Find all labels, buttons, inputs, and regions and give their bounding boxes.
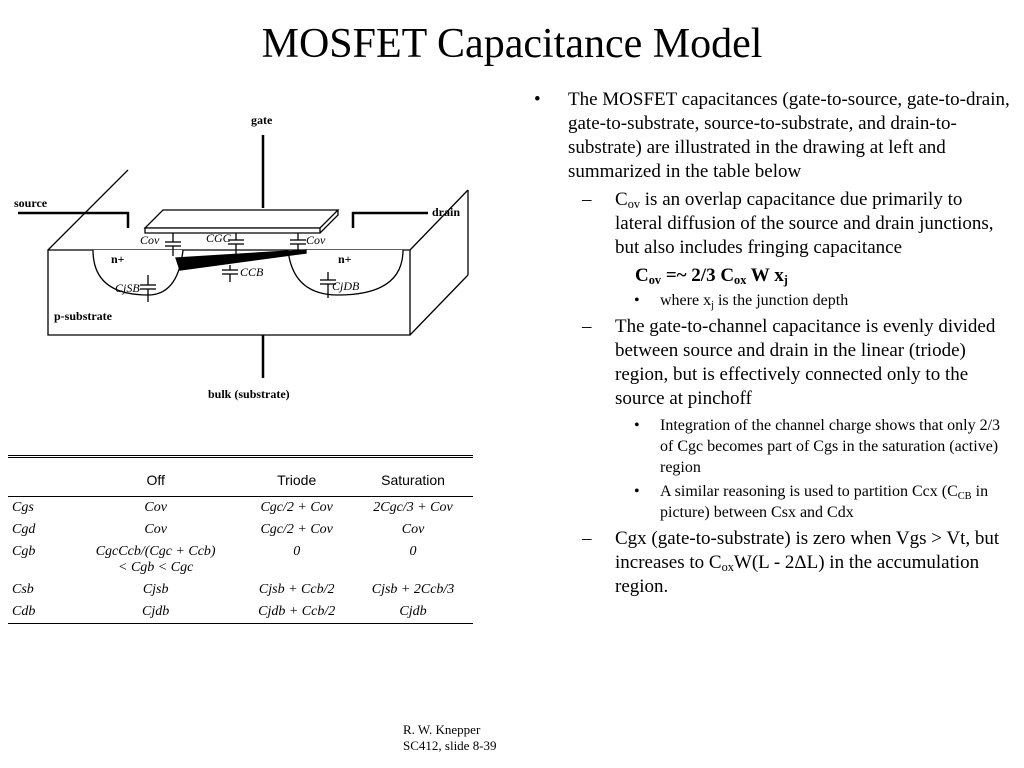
table-header-row: Off Triode Saturation <box>8 456 473 497</box>
cov-formula: Cov =~ 2/3 Cox W xj <box>635 265 788 287</box>
table-cell-symbol: Cgs <box>12 500 34 515</box>
small-bullet-marker: • <box>634 292 640 309</box>
capacitance-table-wrapper: Off Triode Saturation Cgs Cov Cgc/2 + Co… <box>8 455 473 665</box>
dash-marker: – <box>582 189 592 210</box>
table-cell-saturation: Cov <box>401 522 425 537</box>
table-cell-off: Cov <box>144 500 167 515</box>
gate-plate <box>143 209 340 229</box>
table-cell-saturation: 0 <box>409 544 417 559</box>
ccb-label: CCB <box>240 265 264 279</box>
cov-right-label: Cov <box>306 233 326 247</box>
table-cell-off: Cjdb <box>142 604 170 619</box>
bullet-text: The MOSFET capacitances (gate-to-source,… <box>568 89 1010 182</box>
sub-bullet-item: – Cgx (gate-to-substrate) is zero when V… <box>582 528 1000 597</box>
table-cell-triode: Cjsb + Ccb/2 <box>258 582 335 597</box>
capacitor-cgc <box>228 233 244 258</box>
table-cell-triode: 0 <box>293 544 301 559</box>
cjdb-label: CjDB <box>332 279 360 293</box>
source-wire <box>18 211 130 228</box>
table-cell-symbol: Cdb <box>12 604 36 619</box>
capacitor-cov-right <box>290 233 306 254</box>
channel-wedge <box>175 249 307 271</box>
table-cell-off-line2: < Cgb < Cgc <box>118 560 194 575</box>
table-cell-saturation: Cjdb <box>399 604 427 619</box>
table-cell-triode: Cgc/2 + Cov <box>260 522 333 537</box>
bullet-item: • The MOSFET capacitances (gate-to-sourc… <box>520 88 1010 184</box>
integration-text: Integration of the channel charge shows … <box>660 417 1001 476</box>
table-cell-triode: Cjdb + Ccb/2 <box>258 604 336 619</box>
capacitor-ccb <box>222 265 238 282</box>
table-header-blank <box>8 457 71 497</box>
cov-subscript: ov <box>627 197 641 211</box>
small-bullet-marker: • <box>634 417 640 434</box>
sub-sub-bullet-item: • Integration of the channel charge show… <box>520 415 1010 478</box>
table-row: Csb Cjsb Cjsb + Ccb/2 Cjsb + 2Ccb/3 <box>8 579 473 601</box>
table-cell-symbol: Cgb <box>12 544 36 559</box>
table-header-triode: Triode <box>277 472 317 488</box>
table-cell-saturation: Cjsb + 2Ccb/3 <box>371 582 455 597</box>
table-cell-off: Cov <box>144 522 167 537</box>
bulk-label: bulk (substrate) <box>208 387 290 401</box>
table-row: Cgd Cov Cgc/2 + Cov Cov <box>8 519 473 541</box>
bullet-text-block: • The MOSFET capacitances (gate-to-sourc… <box>520 88 1010 603</box>
drain-label: drain <box>432 205 460 219</box>
n-plus-right-well <box>287 249 404 296</box>
substrate-top-left-edge <box>47 169 129 251</box>
cov-symbol: C <box>615 189 628 210</box>
sub-sub-bullet-item: • where xj is the junction depth <box>634 292 849 311</box>
table-cell-off: CgcCcb/(Cgc + Ccb) < Cgb < Cgc <box>71 541 240 579</box>
substrate-top-right-edge <box>409 189 469 251</box>
table-cell-off: Cjsb <box>142 582 169 597</box>
table-header-off: Off <box>146 472 165 488</box>
footer-author: R. W. Knepper <box>403 722 481 737</box>
mosfet-cross-section-diagram: gate source drain n+ n+ p-substrate bulk… <box>14 113 469 401</box>
gate-to-channel-text: The gate-to-channel capacitance is evenl… <box>615 316 996 409</box>
sub-sub-bullet-item: • A similar reasoning is used to partiti… <box>634 483 989 521</box>
table-cell-saturation: 2Cgc/3 + Cov <box>373 500 453 515</box>
cjsb-label: CjSB <box>115 281 140 295</box>
slide-footer: R. W. Knepper SC412, slide 8-39 <box>403 722 497 754</box>
source-label: source <box>14 196 48 210</box>
bullet-marker: • <box>534 89 541 110</box>
table-cell-symbol: Csb <box>12 582 34 597</box>
dash-marker: – <box>582 528 592 549</box>
cgc-label: CGC <box>206 231 232 245</box>
capacitance-table: Off Triode Saturation Cgs Cov Cgc/2 + Co… <box>8 455 473 624</box>
substrate-label: p-substrate <box>54 309 113 323</box>
table-cell-triode: Cgc/2 + Cov <box>260 500 333 515</box>
capacitor-cjsb <box>140 275 156 302</box>
table-row: Cgb CgcCcb/(Cgc + Ccb) < Cgb < Cgc 0 0 <box>8 541 473 579</box>
n-plus-right-label: n+ <box>338 252 352 266</box>
cov-left-label: Cov <box>140 233 160 247</box>
capacitor-cov-left <box>165 233 181 256</box>
cov-description: is an overlap capacitance due primarily … <box>615 189 994 258</box>
table-row: Cdb Cjdb Cjdb + Ccb/2 Cjdb <box>8 601 473 624</box>
table-header-saturation: Saturation <box>381 472 445 488</box>
slide-title: MOSFET Capacitance Model <box>261 21 763 67</box>
capacitor-cjdb <box>320 272 336 298</box>
drain-wire <box>351 211 428 228</box>
small-bullet-marker: • <box>634 483 640 500</box>
gate-label: gate <box>251 113 273 127</box>
table-cell-symbol: Cgd <box>12 522 36 537</box>
table-row: Cgs Cov Cgc/2 + Cov 2Cgc/3 + Cov <box>8 497 473 520</box>
dash-marker: – <box>582 316 592 337</box>
footer-slide-number: SC412, slide 8-39 <box>403 738 497 753</box>
sub-bullet-item: – The gate-to-channel capacitance is eve… <box>520 315 1010 411</box>
table-cell-off-line1: CgcCcb/(Cgc + Ccb) <box>95 544 216 559</box>
sub-bullet-item: – Cov is an overlap capacitance due prim… <box>520 188 1010 260</box>
n-plus-left-label: n+ <box>111 252 125 266</box>
